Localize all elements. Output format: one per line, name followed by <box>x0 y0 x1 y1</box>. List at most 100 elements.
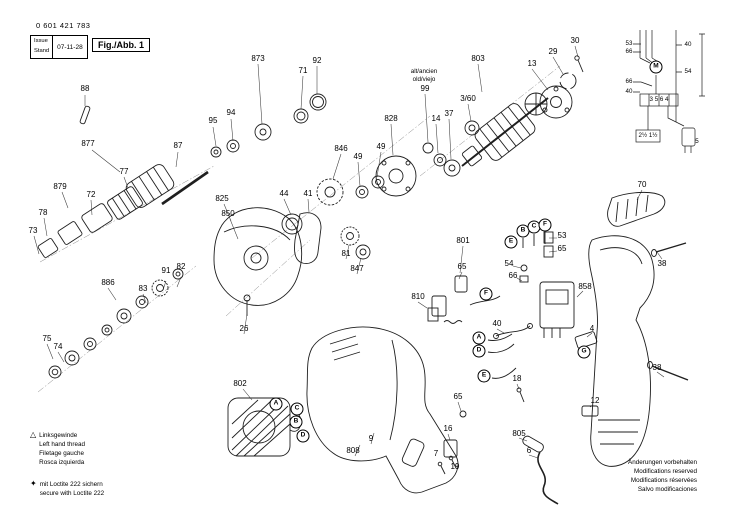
part-label: alt/ancien <box>410 67 438 75</box>
part-label: 886 <box>101 278 115 287</box>
stand-label: Stand <box>34 48 50 55</box>
part-label: 53 <box>625 39 633 47</box>
note-line: Rosca izquierda <box>39 459 85 467</box>
part-label: 53 <box>557 231 567 240</box>
part-label: 877 <box>81 139 95 148</box>
star-icon: ✦ <box>30 479 37 488</box>
part-label: 6 <box>526 446 532 455</box>
note-loctite: ✦ mit Loctite 222 sichern secure with Lo… <box>30 479 105 498</box>
callout-D: D <box>472 344 486 358</box>
part-label: 83 <box>138 284 148 293</box>
part-label: 847 <box>350 264 364 273</box>
part-label: 3 5 6 4 <box>649 95 669 103</box>
note-line: mit Loctite 222 sichern <box>39 481 103 488</box>
part-label: 92 <box>312 56 322 65</box>
part-label: 26 <box>239 324 249 333</box>
part-label: 858 <box>578 282 592 291</box>
part-label: 879 <box>53 182 67 191</box>
note-left-hand-thread: △ Linksgewinde Left hand thread Filetage… <box>30 431 85 468</box>
part-label: 7 <box>433 449 439 458</box>
part-label: 77 <box>119 167 129 176</box>
callout-E: E <box>504 235 518 249</box>
callout-F: F <box>479 287 493 301</box>
callout-E: E <box>477 369 491 383</box>
part-label: 30 <box>570 36 580 45</box>
part-label: 87 <box>173 141 183 150</box>
triangle-icon: △ <box>30 430 37 439</box>
part-label: 29 <box>548 47 558 56</box>
part-label: 95 <box>208 116 218 125</box>
callout-M: M <box>649 60 663 74</box>
part-label: 82 <box>176 262 186 271</box>
part-label: 66 <box>625 77 633 85</box>
callout-G: G <box>577 345 591 359</box>
part-label: 2½ 1½ <box>638 131 658 139</box>
part-label: 81 <box>341 249 351 258</box>
part-label: 4 <box>589 324 595 333</box>
part-label: 873 <box>251 54 265 63</box>
part-label: 802 <box>233 379 247 388</box>
part-label: 65 <box>557 244 567 253</box>
part-label: 41 <box>303 189 313 198</box>
part-label: 54 <box>684 67 692 75</box>
part-label: 73 <box>28 226 38 235</box>
note-line: Salvo modificaciones <box>637 486 697 494</box>
part-label: 850 <box>221 209 235 218</box>
part-number: 0 601 421 783 <box>36 21 91 30</box>
part-label: 66 <box>625 47 633 55</box>
part-label: 13 <box>527 59 537 68</box>
part-label: 38 <box>652 363 662 372</box>
callout-B: B <box>289 415 303 429</box>
part-label: 40 <box>625 87 633 95</box>
part-label: 40 <box>684 40 692 48</box>
callout-F: F <box>538 218 552 232</box>
part-label: 71 <box>298 66 308 75</box>
callout-D: D <box>296 429 310 443</box>
part-label: 828 <box>384 114 398 123</box>
note-line: Modifications réservées <box>630 477 697 485</box>
part-label: 49 <box>376 142 386 151</box>
figure-label: Fig./Abb. 1 <box>92 38 150 52</box>
part-label: 18 <box>512 374 522 383</box>
part-label: 12 <box>590 396 600 405</box>
part-label: 49 <box>353 152 363 161</box>
part-label: 72 <box>86 190 96 199</box>
note-line: secure with Loctite 222 <box>39 490 105 498</box>
part-label: 808 <box>346 446 360 455</box>
issue-label: Issue <box>34 38 48 45</box>
part-label: 75 <box>42 334 52 343</box>
part-label: 65 <box>453 392 463 401</box>
note-line: Modifications reserved <box>634 468 697 476</box>
part-label: 54 <box>504 259 514 268</box>
part-label: 805 <box>512 429 526 438</box>
part-label: old/viejo <box>412 75 436 83</box>
part-label: 5 <box>695 137 699 145</box>
part-label: 846 <box>334 144 348 153</box>
part-label: 14 <box>431 114 441 123</box>
issue-stand-box: Issue Stand 07-11-28 <box>30 35 88 59</box>
part-label: 37 <box>444 109 454 118</box>
part-label: 40 <box>492 319 502 328</box>
part-label: 19 <box>450 462 460 471</box>
part-label: 91 <box>161 266 171 275</box>
part-label: 44 <box>279 189 289 198</box>
note-line: Linksgewinde <box>39 432 78 439</box>
note-line: Änderungen vorbehalten <box>628 459 697 466</box>
part-label: 803 <box>471 54 485 63</box>
part-label: 9 <box>368 434 374 443</box>
note-modifications: Änderungen vorbehalten Modifications res… <box>628 458 697 495</box>
part-label: 66 <box>508 271 518 280</box>
part-label: 801 <box>456 236 470 245</box>
issue-date: 07-11-28 <box>57 43 83 51</box>
callout-A: A <box>472 331 486 345</box>
part-label: 88 <box>80 84 90 93</box>
note-line: Filetage gauche <box>39 450 84 458</box>
part-label: 65 <box>457 262 467 271</box>
part-label: 99 <box>420 84 430 93</box>
part-label: 38 <box>657 259 667 268</box>
part-label: 94 <box>226 108 236 117</box>
part-label: 810 <box>411 292 425 301</box>
